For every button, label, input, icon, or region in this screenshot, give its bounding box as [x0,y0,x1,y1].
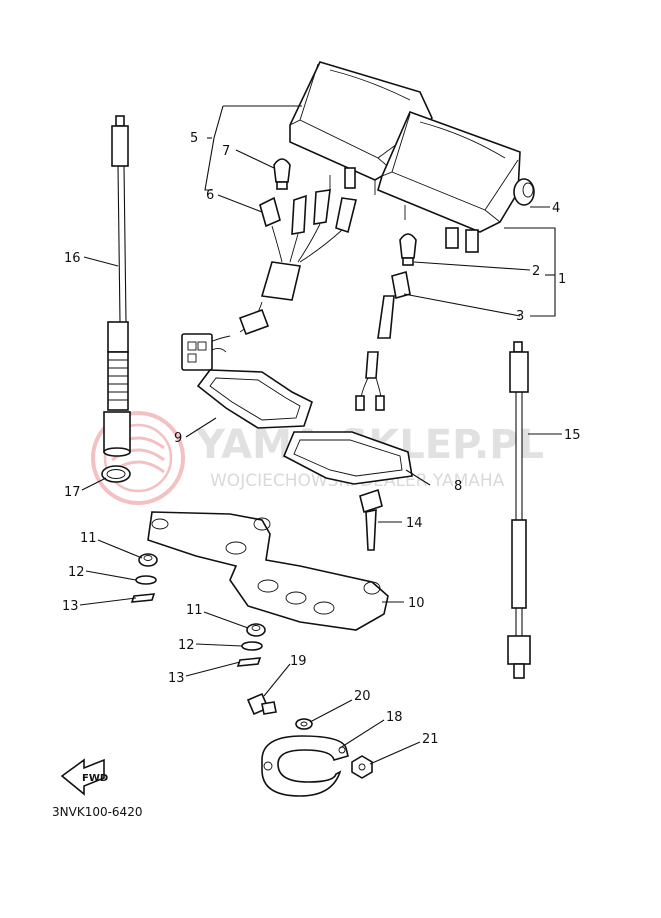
gasket-9 [196,369,313,429]
label-16: 16 [64,251,81,266]
gauge-housing-right [377,110,521,253]
label-6: 6 [206,188,214,203]
fwd-label: FWD [82,773,108,784]
diagram-code: 3NVK100-6420 [52,805,142,819]
socket-3 [377,270,411,339]
screw-19 [246,692,277,716]
tachometer-cable [507,341,531,679]
label-17: 17 [64,485,81,500]
label-10: 10 [408,596,425,611]
label-11-upper: 11 [80,531,97,546]
clip-13-upper [130,593,156,603]
reset-knob [513,178,535,206]
wire-harness [181,189,357,371]
meter-bracket [147,511,389,631]
label-12-lower: 12 [178,638,195,653]
o-ring-17 [101,465,131,483]
label-4: 4 [552,201,560,216]
label-7: 7 [222,144,230,159]
fwd-arrow: FWD [60,758,108,796]
washer-20 [295,718,313,730]
label-2: 2 [532,264,540,279]
nut-21 [351,755,373,779]
label-21: 21 [422,732,439,747]
sensor-wire [355,351,385,411]
label-1: 1 [558,272,566,287]
label-13-lower: 13 [168,671,185,686]
bolt-14 [359,488,383,551]
washer-12-upper [135,575,157,585]
washer-12-lower [241,641,263,651]
label-13-upper: 13 [62,599,79,614]
speedometer-cable [103,115,131,457]
label-8: 8 [454,479,462,494]
label-9: 9 [174,431,182,446]
callout-labels: 5 7 6 4 2 1 3 16 9 15 8 17 14 11 12 13 1… [62,131,581,747]
bulb-2 [399,233,417,266]
label-19: 19 [290,654,307,669]
grommet-11-lower [246,623,266,637]
label-11-lower: 11 [186,603,203,618]
label-14: 14 [406,516,423,531]
clamp-18 [261,735,349,797]
bulb-7 [273,158,291,190]
label-5: 5 [190,131,198,146]
label-12-upper: 12 [68,565,85,580]
clip-13-lower [236,657,262,667]
label-20: 20 [354,689,371,704]
grommet-11-upper [138,553,158,567]
leader-lines [79,105,562,765]
watermark-logo [91,411,185,505]
gasket-8 [282,431,413,485]
label-18: 18 [386,710,403,725]
label-15: 15 [564,428,581,443]
label-3: 3 [516,309,524,324]
